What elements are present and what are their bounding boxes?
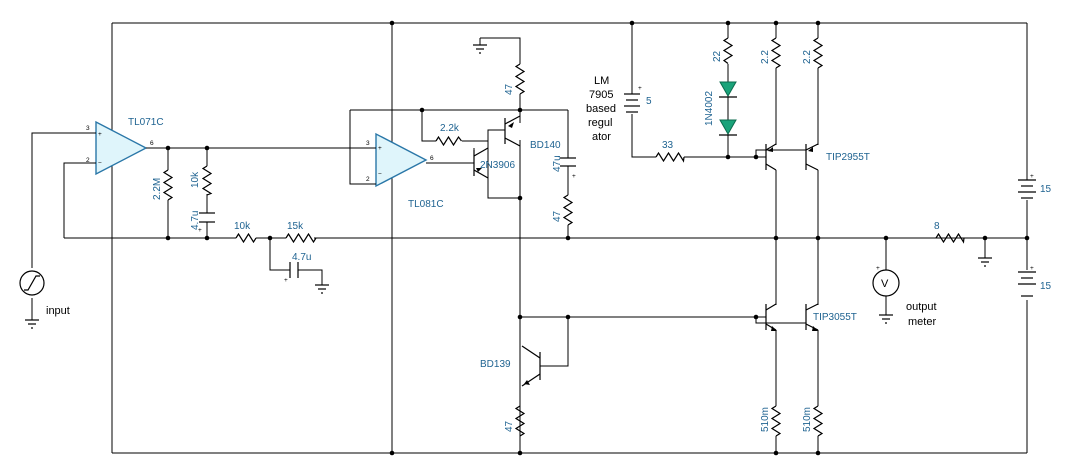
label-supply-top: 15 <box>1040 184 1052 195</box>
resistor-47-mid <box>562 194 574 226</box>
resistor-47-top <box>514 63 526 95</box>
label-22: 22 <box>712 50 723 62</box>
svg-text:+: + <box>572 173 576 180</box>
label-meter-2: meter <box>908 316 936 328</box>
label-tl071c: TL071C <box>128 117 164 128</box>
component-labels: TL071C TL081C 2.2M 10k 4.7u 10k 15k 4.7u… <box>46 50 1052 432</box>
label-2m2: 2.2M <box>152 178 163 200</box>
resistor-2-2-a <box>770 37 782 69</box>
label-regulator-5: ator <box>592 131 611 143</box>
label-47-bottom: 47 <box>504 420 515 432</box>
label-10k-horizontal: 10k <box>234 221 251 232</box>
resistors <box>162 37 965 437</box>
label-bd139: BD139 <box>480 359 511 370</box>
battery-icon: + + + <box>624 85 1036 297</box>
svg-text:+: + <box>198 227 202 234</box>
label-4u7-vertical: 4.7u <box>190 211 201 230</box>
wires <box>31 22 1028 454</box>
label-bd140: BD140 <box>530 140 561 151</box>
opamp-tl071c: + − 3 2 6 <box>86 120 154 176</box>
capacitor-47u: + <box>560 157 576 180</box>
svg-text:+: + <box>1030 265 1034 272</box>
label-10k-vertical: 10k <box>190 171 201 188</box>
transistor-bd139 <box>521 345 541 387</box>
label-regulator-4: regul <box>588 117 612 129</box>
svg-text:+: + <box>876 265 880 272</box>
label-regulator-2: 7905 <box>589 89 613 101</box>
battery-top: + <box>1018 173 1036 199</box>
resistor-2k2 <box>435 135 462 147</box>
diode-icon <box>719 81 737 136</box>
svg-text:+: + <box>98 131 102 138</box>
svg-text:3: 3 <box>86 125 90 132</box>
transistor-tip3055t-b <box>805 303 819 331</box>
capacitor-4u7-vertical: + <box>198 212 215 234</box>
label-510m-b: 510m <box>802 407 813 432</box>
resistor-load-8 <box>935 232 965 244</box>
resistor-2m2 <box>162 169 174 201</box>
junction-dots <box>165 20 1030 456</box>
resistor-2-2-b <box>812 37 824 69</box>
svg-text:3: 3 <box>366 140 370 147</box>
label-regulator-1: LM <box>594 75 609 87</box>
battery-bottom: + <box>1018 265 1036 297</box>
resistor-10k-vertical <box>201 165 213 196</box>
ground-icon <box>25 44 992 329</box>
label-47-top: 47 <box>504 83 515 95</box>
label-4u7-horizontal: 4.7u <box>292 252 311 263</box>
label-regulator-3: based <box>586 103 616 115</box>
capacitor-4u7-horizontal: + <box>284 262 299 284</box>
resistor-47-bottom <box>514 405 526 437</box>
svg-text:6: 6 <box>430 155 434 162</box>
transistor-2n3906 <box>462 147 489 179</box>
label-510m-a: 510m <box>760 407 771 432</box>
label-2-2-b: 2.2 <box>802 50 813 64</box>
transistor-tip2955t-a <box>765 143 777 171</box>
label-input: input <box>46 305 70 317</box>
voltmeter-icon: V + <box>872 265 900 297</box>
label-reg-voltage: 5 <box>646 96 652 107</box>
svg-text:V: V <box>881 278 889 290</box>
svg-text:−: − <box>378 171 382 178</box>
label-2k2: 2.2k <box>440 123 460 134</box>
label-2n3906: 2N3906 <box>480 160 515 171</box>
resistor-10k-horizontal <box>235 232 257 244</box>
svg-text:+: + <box>284 277 288 284</box>
label-load-8: 8 <box>934 221 940 232</box>
resistor-15k <box>285 232 317 244</box>
svg-text:+: + <box>378 145 382 152</box>
label-tip2955t: TIP2955T <box>826 152 870 163</box>
resistor-510m-b <box>812 405 824 437</box>
capacitors: + + + <box>198 157 576 284</box>
label-supply-bottom: 15 <box>1040 281 1052 292</box>
label-meter-1: output <box>906 301 937 313</box>
svg-text:+: + <box>638 85 642 92</box>
transistor-tip2955t-b <box>805 143 819 171</box>
resistor-22 <box>722 37 734 64</box>
svg-text:−: − <box>98 160 102 167</box>
label-15k: 15k <box>287 221 304 232</box>
label-2-2-a: 2.2 <box>760 50 771 64</box>
svg-text:2: 2 <box>366 176 370 183</box>
label-47-mid: 47 <box>552 210 563 222</box>
signal-source-icon <box>19 270 45 296</box>
transistor-bd140 <box>504 115 521 147</box>
opamp-tl081c: + − 3 2 6 <box>366 132 434 188</box>
transistor-tip3055t-a <box>765 303 777 331</box>
svg-text:2: 2 <box>86 157 90 164</box>
label-1n4002: 1N4002 <box>704 91 715 126</box>
resistor-510m-a <box>770 405 782 437</box>
label-47u: 47u <box>552 155 563 172</box>
svg-text:6: 6 <box>150 140 154 147</box>
label-tip3055t: TIP3055T <box>813 312 857 323</box>
resistor-33 <box>655 151 685 163</box>
svg-text:+: + <box>1030 173 1034 180</box>
battery-regulator: + <box>624 85 642 113</box>
label-33: 33 <box>662 140 674 151</box>
label-tl081c: TL081C <box>408 199 444 210</box>
